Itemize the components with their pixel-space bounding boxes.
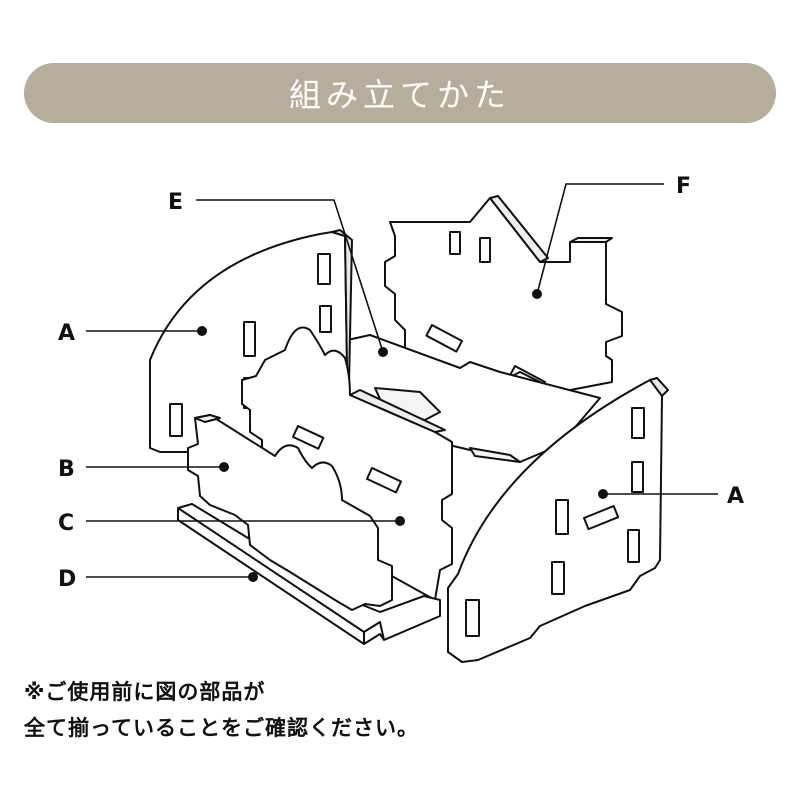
leader-line-f	[536, 183, 664, 295]
label-a-left: A	[58, 321, 75, 346]
part-f-panel	[384, 195, 623, 394]
label-a-right: A	[727, 484, 744, 509]
leader-line-e	[196, 199, 384, 353]
page-title: 組み立てかた	[288, 76, 511, 114]
title-banner: 組み立てかた	[24, 63, 776, 123]
marker-dot-e	[378, 347, 388, 357]
label-d: D	[58, 567, 76, 592]
part-a-right-panel	[447, 377, 669, 663]
marker-dot-a-left	[197, 326, 207, 336]
marker-dot-f	[532, 289, 542, 299]
part-b-panel	[187, 414, 393, 611]
label-c: C	[58, 511, 74, 536]
marker-dot-c	[395, 516, 405, 526]
label-f: F	[676, 174, 691, 199]
marker-dot-d	[248, 572, 258, 582]
note-line-1: ※ご使用前に図の部品が	[24, 680, 266, 704]
note-line-2: 全て揃っていることをご確認ください。	[24, 716, 419, 740]
marker-dot-a-right	[598, 489, 608, 499]
label-b: B	[58, 457, 75, 482]
label-e: E	[168, 190, 183, 215]
marker-dot-b	[219, 462, 229, 472]
